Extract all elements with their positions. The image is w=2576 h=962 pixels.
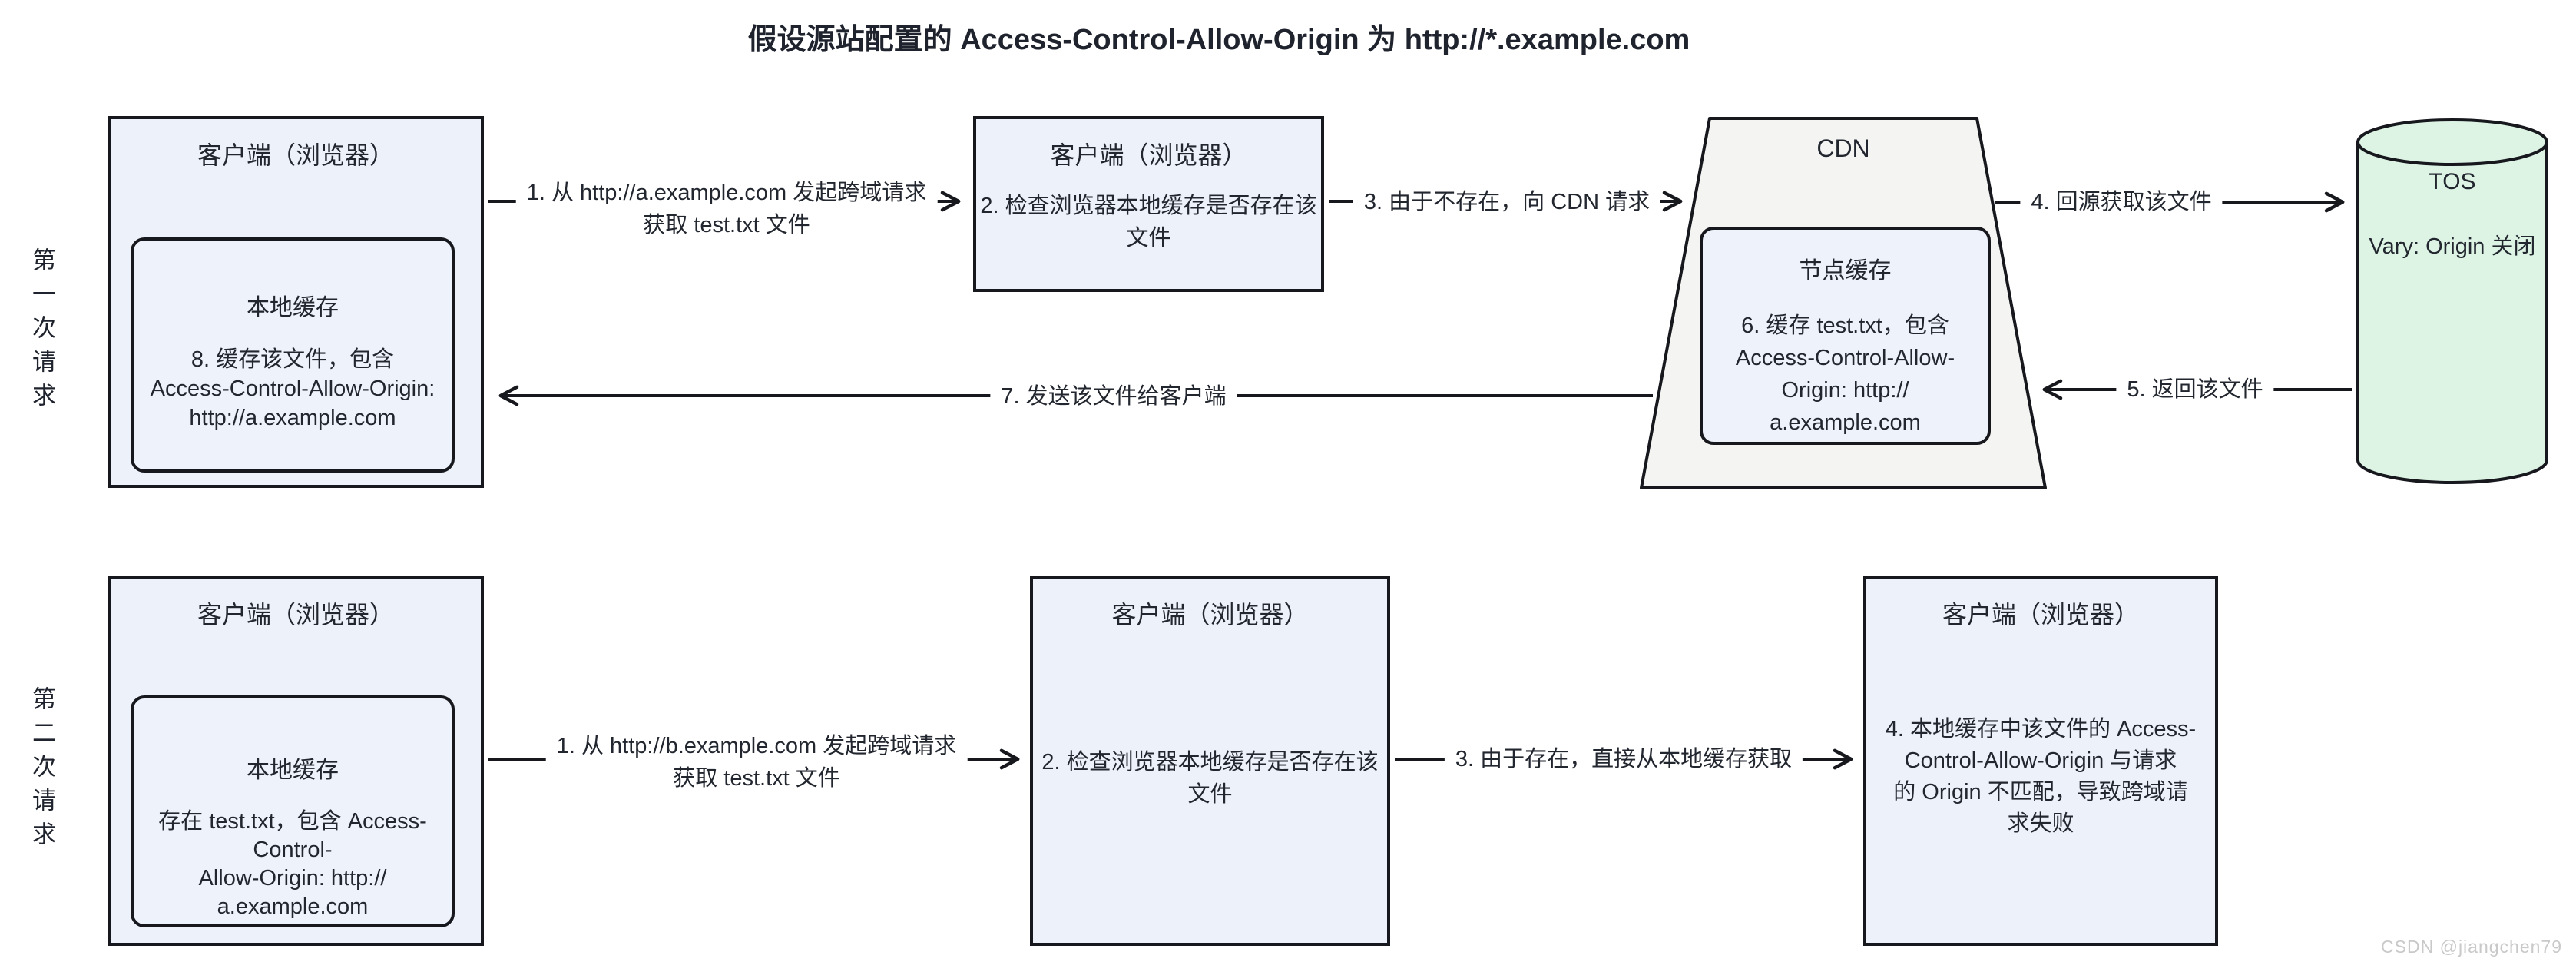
row2-client3-text: 4. 本地缓存中该文件的 Access- Control-Allow-Origi…	[1885, 717, 2197, 836]
row2-client3-title: 客户端（浏览器）	[1942, 601, 2139, 629]
tos-cylinder-shape	[2356, 118, 2548, 484]
row1-client2-title: 客户端（浏览器）	[1050, 141, 1247, 169]
row2-side-label: 第二次请求	[28, 686, 55, 855]
row2-arrow3-label: 3. 由于存在，直接从本地缓存获取	[1444, 741, 1803, 777]
cdn-node-cache-text: 6. 缓存 test.txt，包含 Access-Control-Allow- …	[1735, 313, 1955, 435]
cdn-node-cache-title: 节点缓存	[1799, 258, 1892, 284]
tos-vary-text: Vary: Origin 关闭	[2369, 234, 2536, 259]
row1-arrow1-label: 1. 从 http://a.example.com 发起跨域请求 获取 test…	[515, 175, 938, 243]
row1-client-browser-box-1: 客户端（浏览器） 本地缓存 8. 缓存该文件，包含 Access-Control…	[108, 116, 484, 488]
row1-arrow4-label: 4. 回源获取该文件	[2020, 184, 2223, 220]
watermark: CSDN @jiangchen79	[2381, 937, 2562, 957]
row2-local-cache-title: 本地缓存	[247, 758, 339, 783]
cdn-node: CDN 节点缓存 6. 缓存 test.txt，包含 Access-Contro…	[1638, 116, 2048, 490]
row2-client-browser-box-2: 客户端（浏览器） 2. 检查浏览器本地缓存是否存在该 文件	[1030, 576, 1390, 946]
row1-arrow3-label: 3. 由于不存在，向 CDN 请求	[1353, 184, 1661, 220]
row2-arrow1-label: 1. 从 http://b.example.com 发起跨域请求 获取 test…	[545, 728, 968, 796]
tos-storage: TOS Vary: Origin 关闭	[2356, 117, 2549, 486]
row1-arrow7-label: 7. 发送该文件给客户端	[990, 379, 1237, 414]
row1-client1-title: 客户端（浏览器）	[197, 141, 394, 169]
row1-local-cache-title: 本地缓存	[247, 295, 339, 320]
row2-local-cache-box: 本地缓存 存在 test.txt，包含 Access-Control- Allo…	[131, 695, 455, 927]
row1-client-browser-box-2: 客户端（浏览器） 2. 检查浏览器本地缓存是否存在该 文件	[973, 116, 1324, 292]
page-title: 假设源站配置的 Access-Control-Allow-Origin 为 ht…	[747, 24, 1690, 56]
row2-client-browser-box-3: 客户端（浏览器） 4. 本地缓存中该文件的 Access- Control-Al…	[1863, 576, 2218, 946]
row2-local-cache-text: 存在 test.txt，包含 Access-Control- Allow-Ori…	[158, 809, 427, 919]
row2-client2-text: 2. 检查浏览器本地缓存是否存在该 文件	[1041, 750, 1379, 807]
row2-client1-title: 客户端（浏览器）	[197, 601, 394, 629]
tos-title: TOS	[2429, 169, 2476, 194]
row1-local-cache-text: 8. 缓存该文件，包含 Access-Control-Allow-Origin:…	[150, 347, 435, 430]
row2-client-browser-box-1: 客户端（浏览器） 本地缓存 存在 test.txt，包含 Access-Cont…	[108, 576, 484, 946]
row1-local-cache-box: 本地缓存 8. 缓存该文件，包含 Access-Control-Allow-Or…	[131, 237, 455, 473]
cdn-title: CDN	[1816, 134, 1870, 162]
row1-arrow5-label: 5. 返回该文件	[2116, 372, 2274, 407]
row1-side-label: 第一次请求	[28, 247, 55, 416]
row2-client2-title: 客户端（浏览器）	[1111, 601, 1309, 629]
cdn-node-cache-box: 节点缓存 6. 缓存 test.txt，包含 Access-Control-Al…	[1700, 227, 1991, 445]
row1-client2-text: 2. 检查浏览器本地缓存是否存在该 文件	[980, 194, 1317, 250]
